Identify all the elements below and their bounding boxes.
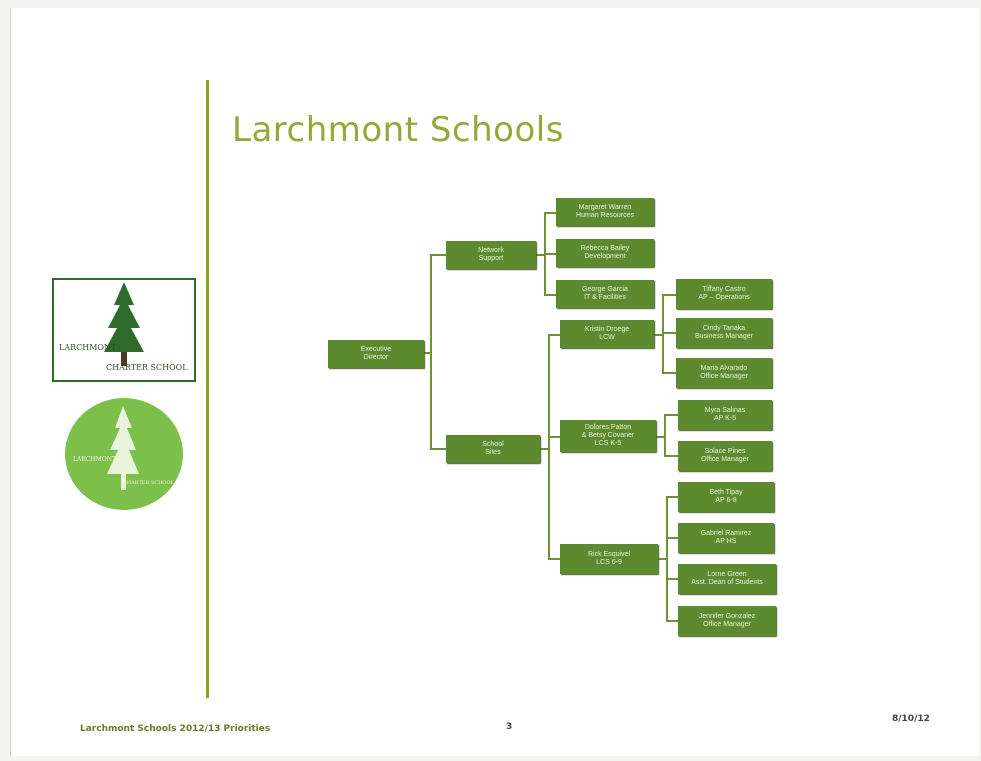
page-number: 3 [506, 722, 513, 732]
pine-tree-icon [104, 282, 144, 366]
logo-text-bottom: CHARTER SCHOOL [106, 363, 188, 372]
footer-title: Larchmont Schools 2012/13 Priorities [80, 724, 271, 734]
vertical-rule [206, 80, 209, 698]
charter-school-circle-logo: LARCHMONT CHARTER SCHOOL [65, 398, 183, 510]
logo-text-top: LARCHMONT [59, 343, 117, 352]
slide-title: Larchmont Schools [232, 110, 564, 150]
slide [10, 8, 979, 756]
circle-logo-text-bottom: CHARTER SCHOOL [123, 480, 174, 486]
charter-school-logo: LARCHMONT CHARTER SCHOOL [52, 278, 196, 382]
pine-tree-icon [107, 406, 139, 490]
circle-logo-text-top: LARCHMONT [73, 456, 116, 463]
slide-date: 8/10/12 [892, 714, 930, 724]
